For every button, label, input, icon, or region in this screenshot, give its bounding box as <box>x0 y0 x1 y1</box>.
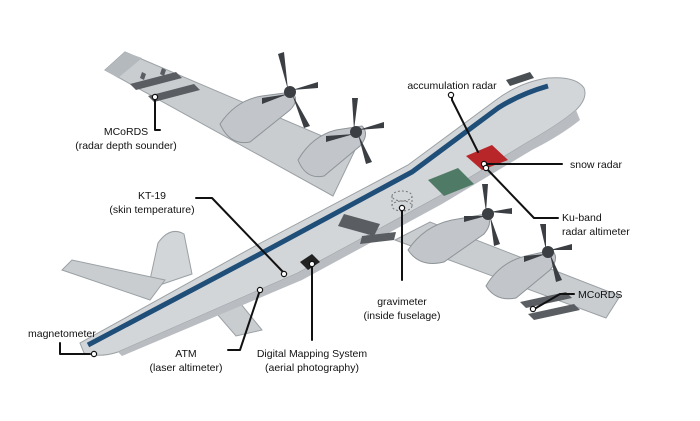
mcords-antenna-array-right <box>520 292 580 320</box>
label-mcords-left: MCoRDS <box>104 126 148 138</box>
label-dms: Digital Mapping System <box>257 348 368 360</box>
engine-nacelle-3 <box>407 213 490 264</box>
label-magnetometer: magnetometer <box>28 328 96 340</box>
label-gravimeter: gravimeter <box>377 296 427 308</box>
label-gravimeter-sub: (inside fuselage) <box>363 310 440 322</box>
belly-antenna-2 <box>360 232 396 244</box>
label-ku-band-sub: radar altimeter <box>562 226 630 238</box>
propeller-1 <box>262 52 318 128</box>
propeller-2 <box>326 98 384 164</box>
label-dms-sub: (aerial photography) <box>265 362 359 374</box>
label-mcords-right: MCoRDS <box>578 289 622 301</box>
horizontal-stabilizer <box>61 259 166 301</box>
label-accumulation-radar: accumulation radar <box>407 80 497 92</box>
engine-nacelle-4 <box>485 249 556 300</box>
fuselage-stripe <box>86 83 549 348</box>
tail-fin <box>147 231 193 290</box>
label-snow-radar: snow radar <box>570 159 622 171</box>
engine-nacelle-2 <box>297 125 366 178</box>
aircraft-illustration <box>61 51 621 356</box>
label-mcords-left-sub: (radar depth sounder) <box>75 140 177 152</box>
label-atm-sub: (laser altimeter) <box>150 362 223 374</box>
propeller-3 <box>464 184 512 246</box>
belly-antenna <box>338 214 380 236</box>
label-ku-band: Ku-band <box>562 212 602 224</box>
mcords-antenna-array-left <box>130 68 200 102</box>
cockpit-windows <box>506 72 534 86</box>
green-panel <box>428 168 474 196</box>
label-atm: ATM <box>175 348 196 360</box>
propeller-4 <box>524 224 572 282</box>
gravimeter-outline <box>391 190 413 212</box>
label-kt19-sub: (skin temperature) <box>109 204 194 216</box>
leader-lines <box>59 91 575 358</box>
label-kt19: KT-19 <box>138 190 166 202</box>
labels: MCoRDS (radar depth sounder) KT-19 (skin… <box>28 80 630 374</box>
